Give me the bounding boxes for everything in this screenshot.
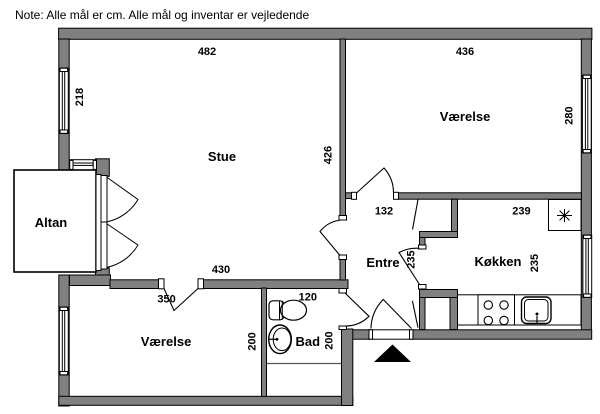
svg-text:132: 132 xyxy=(375,206,393,218)
svg-text:482: 482 xyxy=(198,46,216,58)
svg-text:430: 430 xyxy=(212,264,230,276)
svg-text:Note: Alle mål er cm. Alle mål: Note: Alle mål er cm. Alle mål og invent… xyxy=(15,8,309,22)
svg-text:Entre: Entre xyxy=(366,255,399,270)
svg-text:200: 200 xyxy=(247,332,259,350)
svg-text:235: 235 xyxy=(406,250,418,268)
svg-text:Altan: Altan xyxy=(35,215,68,230)
svg-text:Bad: Bad xyxy=(296,334,321,349)
svg-text:350: 350 xyxy=(157,294,175,306)
svg-text:280: 280 xyxy=(564,106,576,124)
svg-text:436: 436 xyxy=(456,46,474,58)
svg-text:Køkken: Køkken xyxy=(475,254,522,269)
svg-text:239: 239 xyxy=(512,206,530,218)
svg-text:200: 200 xyxy=(324,331,336,349)
svg-text:120: 120 xyxy=(299,292,317,304)
svg-text:Værelse: Værelse xyxy=(141,334,192,349)
svg-text:Stue: Stue xyxy=(208,149,236,164)
svg-text:426: 426 xyxy=(323,146,335,164)
svg-text:235: 235 xyxy=(529,254,541,272)
svg-text:218: 218 xyxy=(74,88,86,106)
svg-text:Værelse: Værelse xyxy=(440,109,491,124)
